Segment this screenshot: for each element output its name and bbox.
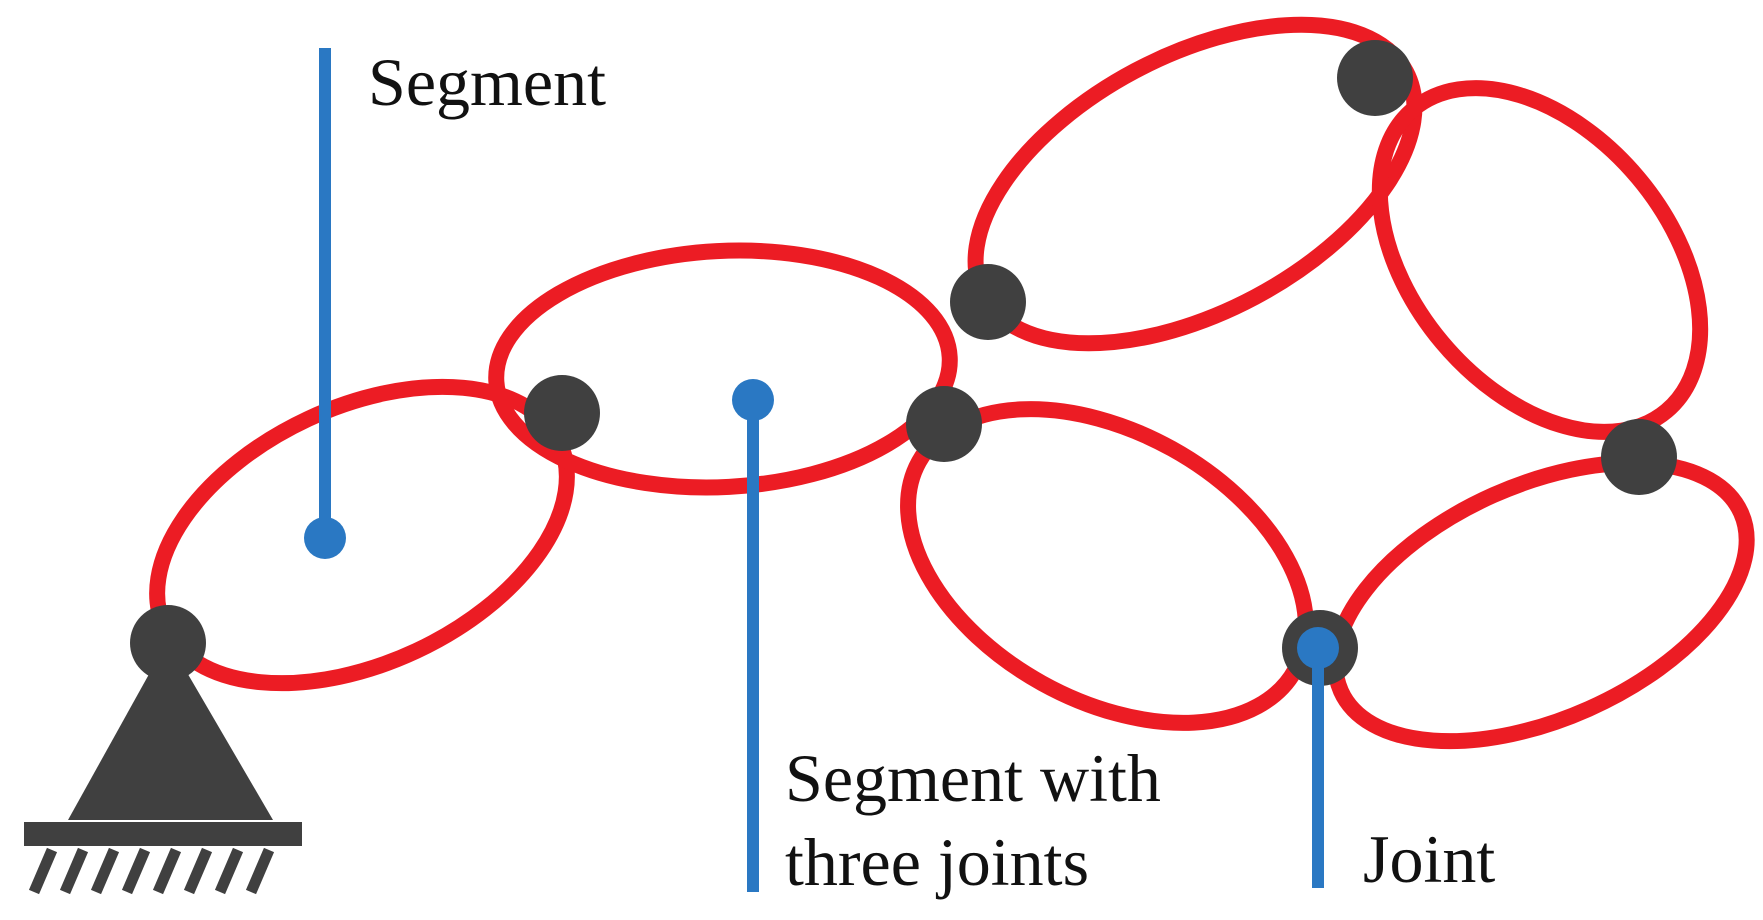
joints (130, 40, 1677, 686)
joint-5 (1601, 419, 1677, 495)
ground-support (24, 640, 302, 895)
segment-4 (1371, 80, 1709, 440)
support-triangle (68, 640, 273, 820)
segment-2 (488, 242, 958, 496)
ground-base (24, 822, 302, 846)
joint-base (130, 605, 206, 681)
joint-4 (1337, 40, 1413, 116)
three-joints-leader-dot (732, 379, 774, 421)
segment-leader-dot (304, 517, 346, 559)
joint-2 (950, 264, 1026, 340)
segment-with-three-joints-label-line2: three joints (785, 824, 1089, 900)
segment-label: Segment (368, 44, 606, 120)
segment-6 (1327, 454, 1755, 750)
ground-hatching (28, 847, 275, 895)
joint-label: Joint (1363, 821, 1495, 897)
joint-1 (524, 375, 600, 451)
joint-3 (906, 386, 982, 462)
joint-leader-dot (1297, 627, 1339, 669)
leaders (304, 48, 1339, 892)
segment-with-three-joints-label-line1: Segment with (785, 740, 1161, 816)
labels: Segment Segment with three joints Joint (368, 44, 1495, 900)
